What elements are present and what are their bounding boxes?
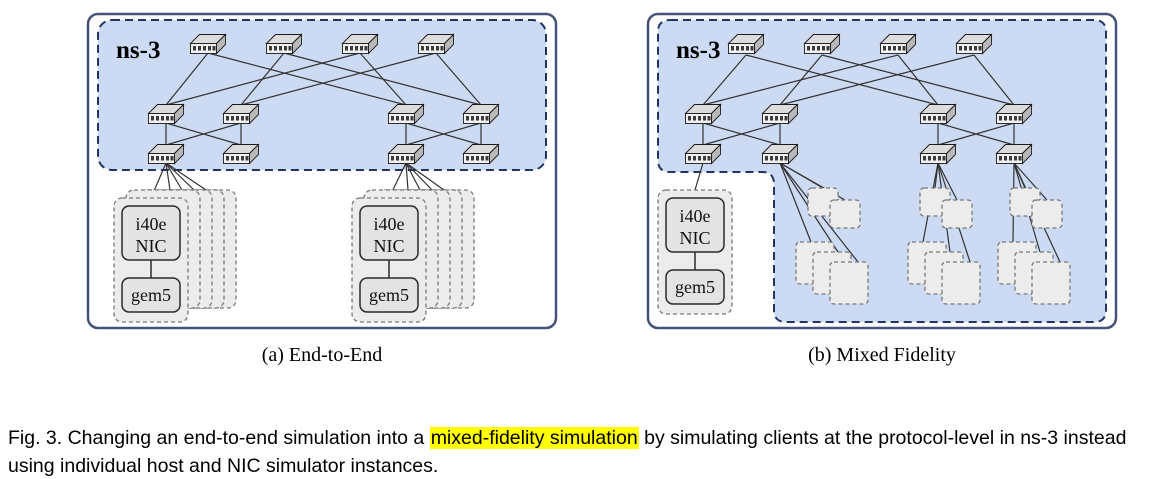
gem5-label: gem5 — [675, 277, 715, 297]
panel-a-caption: (a) End-to-End — [261, 344, 383, 366]
host-stack: i40e NIC gem5 — [351, 189, 475, 323]
host-fanout-links — [150, 162, 445, 199]
nic-label-line2: NIC — [136, 236, 167, 256]
figure-caption: Fig. 3. Changing an end-to-end simulatio… — [8, 424, 1160, 479]
gem5-box — [121, 277, 181, 313]
client-instance-stack — [997, 187, 1071, 305]
ns3-region-b — [657, 19, 1107, 323]
nic-label-line1: i40e — [136, 214, 167, 234]
gem5-label: gem5 — [131, 285, 171, 305]
host-stack: i40e NIC gem5 — [657, 189, 733, 315]
caption-suffix: by simulating clients at the protocol-le… — [8, 426, 1127, 477]
host-stack: i40e NIC gem5 — [113, 189, 237, 323]
nic-label-line1: i40e — [374, 214, 405, 234]
panel-b-diagram: ns-3 — [646, 12, 1118, 330]
ns3-label: ns-3 — [116, 37, 160, 64]
panel-a-diagram: ns-3 — [86, 12, 558, 330]
panel-b-caption: (b) Mixed Fidelity — [808, 344, 956, 366]
nic-label-line1: i40e — [680, 206, 711, 226]
ns3-label: ns-3 — [676, 37, 720, 64]
network-links — [702, 54, 1015, 146]
network-links — [165, 52, 482, 146]
client-instance-stack — [907, 187, 981, 305]
caption-prefix: Fig. 3. Changing an end-to-end simulatio… — [8, 426, 430, 449]
gem5-label: gem5 — [369, 285, 409, 305]
gem5-box — [665, 269, 725, 305]
caption-highlight: mixed-fidelity simulation — [429, 426, 639, 449]
client-instance-stack — [795, 187, 869, 305]
nic-label-line2: NIC — [374, 236, 405, 256]
nic-label-line2: NIC — [680, 228, 711, 248]
gem5-box — [359, 277, 419, 313]
